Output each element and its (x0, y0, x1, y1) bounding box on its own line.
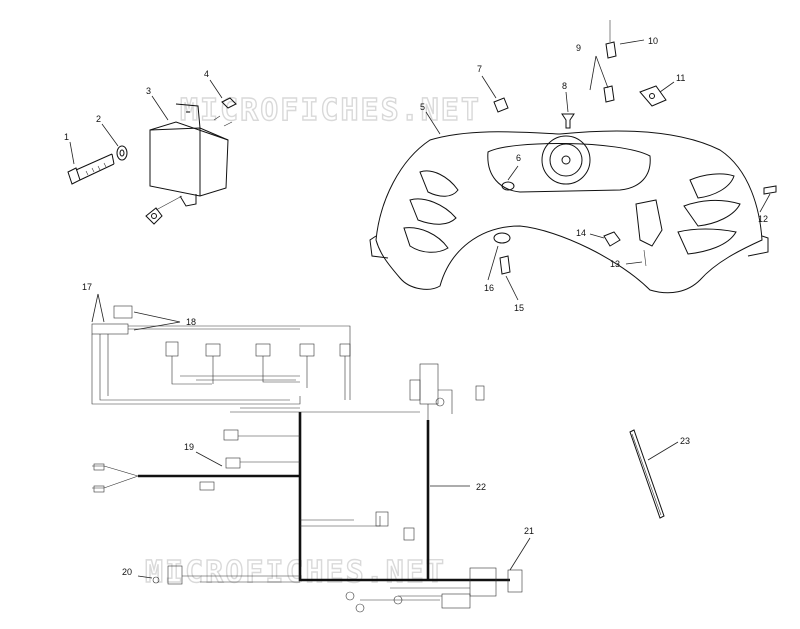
callout-9: 9 (576, 43, 581, 53)
callout-21: 21 (524, 526, 534, 536)
callout-11: 11 (676, 73, 685, 83)
watermark-top: MICROFICHES.NET (180, 93, 481, 128)
callout-17: 17 (82, 282, 92, 292)
callout-15: 15 (514, 303, 524, 313)
callout-20: 20 (122, 567, 132, 577)
callout-labels: 1 2 3 4 5 6 7 8 9 10 11 12 13 14 15 16 1… (64, 36, 768, 577)
callout-18: 18 (186, 317, 196, 327)
callout-19: 19 (184, 442, 194, 452)
callout-8: 8 (562, 81, 567, 91)
callout-16: 16 (484, 283, 494, 293)
washer-part (116, 145, 128, 161)
bolt-part (67, 153, 115, 185)
callout-22: 22 (476, 482, 486, 492)
callout-23: 23 (680, 436, 690, 446)
callout-1: 1 (64, 132, 69, 142)
callout-14: 14 (576, 228, 586, 238)
callout-4: 4 (204, 69, 209, 79)
callout-13: 13 (610, 259, 620, 269)
callout-12: 12 (758, 214, 768, 224)
watermark-bottom: MICROFICHES.NET (145, 555, 446, 590)
wiring-harness (91, 305, 523, 613)
dashboard-hardware (493, 20, 777, 275)
callout-6: 6 (516, 153, 521, 163)
control-module-part (145, 103, 229, 225)
nut-part (213, 97, 237, 127)
callout-5: 5 (420, 102, 425, 112)
callout-10: 10 (648, 36, 658, 46)
leader-lines (69, 39, 771, 579)
callout-7: 7 (477, 64, 482, 74)
dashboard-console-part (369, 130, 769, 294)
callout-2: 2 (96, 114, 101, 124)
cable-tie-part (629, 429, 665, 519)
callout-3: 3 (146, 86, 151, 96)
